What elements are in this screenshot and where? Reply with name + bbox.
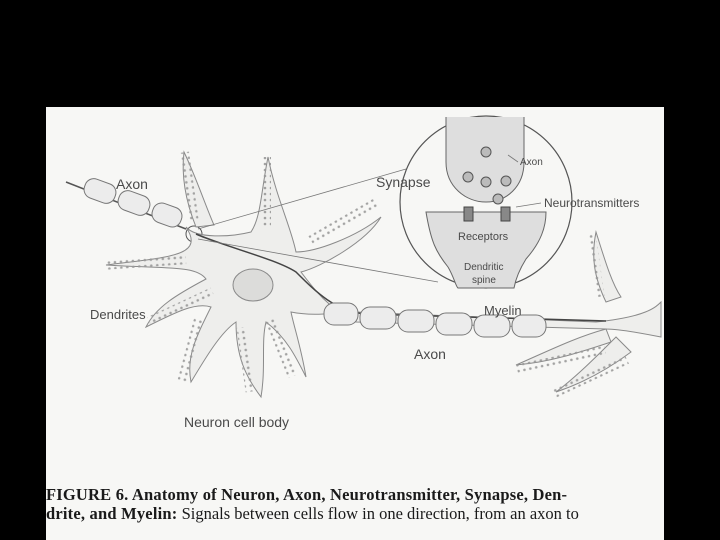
label-dendritic-spine-2: spine — [472, 275, 496, 286]
caption-line2: drite, and Myelin: Signals between cells… — [46, 504, 664, 523]
nucleus — [233, 269, 273, 301]
caption-line1: FIGURE 6. Anatomy of Neuron, Axon, Neuro… — [46, 485, 567, 504]
label-synapse: Synapse — [376, 174, 431, 190]
label-dendrites: Dendrites — [90, 307, 146, 322]
label-axon-left: Axon — [116, 176, 148, 192]
label-axon-bottom: Axon — [414, 346, 446, 362]
label-neurotransmitters: Neurotransmitters — [544, 196, 639, 210]
label-axon-inset: Axon — [520, 157, 543, 168]
figure-scan: Axon Synapse Axon Neurotransmitters Rece… — [46, 107, 664, 540]
caption-line2-text: Signals between cells flow in one direct… — [177, 504, 578, 523]
caption-line2-bold: drite, and Myelin: — [46, 504, 177, 523]
label-neuron-cell-body: Neuron cell body — [184, 414, 289, 430]
label-myelin: Myelin — [484, 303, 522, 318]
slide-header-band — [0, 0, 720, 107]
neuron-diagram: Axon Synapse Axon Neurotransmitters Rece… — [46, 107, 664, 540]
figure-caption: FIGURE 6. Anatomy of Neuron, Axon, Neuro… — [46, 485, 664, 523]
label-dendritic-spine-1: Dendritic — [464, 262, 503, 273]
label-receptors: Receptors — [458, 231, 509, 243]
